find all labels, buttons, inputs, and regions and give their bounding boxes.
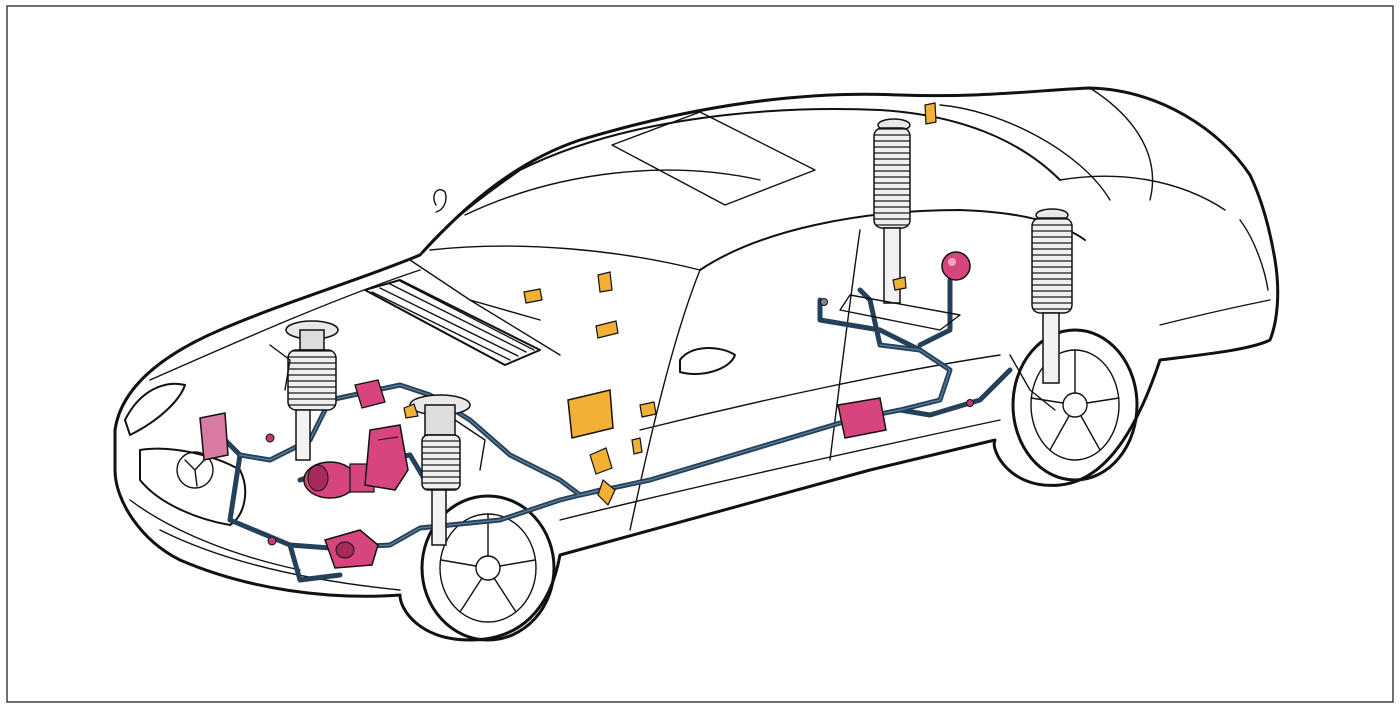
air-strut-icon — [1031, 217, 1073, 314]
line-connectors — [265, 298, 974, 546]
front-valve-icon — [354, 379, 386, 409]
air-strut-icon — [873, 127, 911, 229]
front-right-strut — [409, 394, 486, 546]
reservoir-icon — [941, 251, 971, 281]
air-strut-icon — [421, 434, 461, 491]
front-left-strut — [269, 320, 339, 461]
image-frame — [6, 5, 1394, 703]
air-line-network — [222, 277, 1013, 583]
rear-valve-block-icon — [837, 397, 887, 439]
control-panel-icon — [199, 412, 229, 461]
rear-right-strut — [1009, 208, 1073, 411]
air-strut-icon — [287, 349, 337, 411]
rear-wheel-icon — [1011, 328, 1139, 482]
front-pump-icon — [324, 529, 379, 569]
level-sensor-icon — [403, 102, 937, 507]
control-unit-icon — [567, 389, 614, 439]
valve-block-icon — [364, 424, 409, 491]
